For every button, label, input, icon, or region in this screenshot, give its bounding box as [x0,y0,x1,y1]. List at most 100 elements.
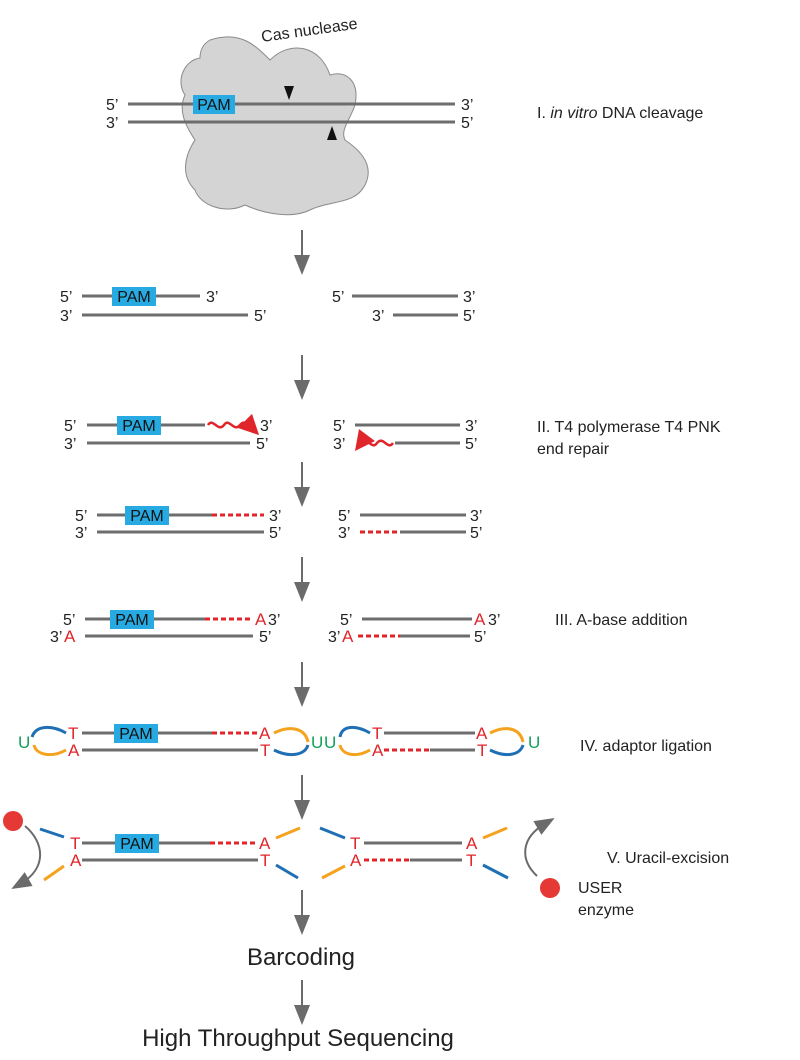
a-base-label: A [259,724,271,743]
t-base-label: T [68,724,78,743]
svg-text:PAM: PAM [122,418,155,435]
a-base-label: A [466,834,478,853]
three-prime-label: 3’ [338,525,350,542]
three-prime-label: 3’ [470,508,482,525]
a-base-label: A [68,741,80,760]
excised-fragment-left: PAM [39,826,301,882]
t-base-label: T [477,741,487,760]
t-base-label: T [350,834,360,853]
five-prime-label: 5’ [106,97,118,114]
a-tailed-fragment-left: PAM [85,610,253,638]
user-enzyme-label: USER [578,880,622,897]
u-base-label: U [528,733,540,752]
three-prime-label: 3’ [106,115,118,132]
u-base-label: U [324,733,336,752]
three-prime-label: 3’ [269,508,281,525]
svg-text:PAM: PAM [115,612,148,629]
cas-nuclease-shape [180,36,369,216]
three-prime-label: 3’ [206,289,218,306]
u-base-label: U [18,733,30,752]
t-base-label: T [260,741,270,760]
cleavage-triangle-icon [327,126,337,140]
t-base-label: T [372,724,382,743]
five-prime-label: 5’ [254,308,266,325]
wavy-arrow-icon [354,428,395,451]
a-base-label: A [372,741,384,760]
five-prime-label: 5’ [75,508,87,525]
ligated-fragment-left: PAM [30,724,310,757]
five-prime-label: 5’ [333,418,345,435]
three-prime-label: 3’ [60,308,72,325]
step-2-label: II. T4 polymerase T4 PNK [537,419,721,436]
repair-fragment-left: PAM [87,416,250,445]
user-enzyme-icon [3,811,23,831]
three-prime-label: 3’ [75,525,87,542]
a-base-label: A [474,610,486,629]
five-prime-label: 5’ [470,525,482,542]
svg-text:PAM: PAM [119,726,152,743]
a-base-label: A [70,851,82,870]
a-base-label: A [259,834,271,853]
curved-arrow-icon [11,825,42,889]
filled-fragment-left: PAM [97,506,264,534]
three-prime-label: 3’ [64,436,76,453]
five-prime-label: 5’ [259,629,271,646]
user-enzyme-label-line2: enzyme [578,902,634,919]
five-prime-label: 5’ [256,436,268,453]
pam-label: PAM [197,97,230,114]
filled-fragment-right [360,513,466,534]
three-prime-label: 3’ [268,612,280,629]
three-prime-label: 3’ [463,289,475,306]
wavy-arrow-icon [206,413,260,436]
cleaved-fragment-left: PAM [82,287,248,317]
pam-box: PAM [193,95,235,114]
five-prime-label: 5’ [64,418,76,435]
svg-text:PAM: PAM [117,289,150,306]
a-base-label: A [64,627,76,646]
dna-duplex-intact [128,102,455,124]
five-prime-label: 5’ [465,436,477,453]
three-prime-label: 3’ [333,436,345,453]
sequencing-label: High Throughput Sequencing [142,1025,454,1052]
cleavage-triangle-icon [284,86,294,100]
svg-text:PAM: PAM [120,836,153,853]
excised-fragment-right [319,826,509,880]
three-prime-label: 3’ [461,97,473,114]
cas-nuclease-label: Cas nuclease [260,16,358,46]
five-prime-label: 5’ [463,308,475,325]
step-3-label: III. A-base addition [555,612,688,629]
a-base-label: A [342,627,354,646]
cleaved-fragment-right [352,294,458,317]
five-prime-label: 5’ [461,115,473,132]
t-base-label: T [70,834,80,853]
three-prime-label: 3’ [328,629,340,646]
three-prime-label: 3’ [488,612,500,629]
a-base-label: A [255,610,267,629]
step-2-label-line2: end repair [537,441,610,458]
five-prime-label: 5’ [269,525,281,542]
u-base-label: U [311,733,323,752]
t-base-label: T [260,851,270,870]
step-4-label: IV. adaptor ligation [580,738,712,755]
barcoding-label: Barcoding [247,944,355,971]
five-prime-label: 5’ [474,629,486,646]
five-prime-label: 5’ [340,612,352,629]
five-prime-label: 5’ [63,612,75,629]
three-prime-label: 3’ [465,418,477,435]
repair-fragment-right [355,423,460,445]
t-base-label: T [466,851,476,870]
a-base-label: A [476,724,488,743]
five-prime-label: 5’ [332,289,344,306]
three-prime-label: 3’ [50,629,62,646]
step-5-label: V. Uracil-excision [607,850,729,867]
a-base-label: A [350,851,362,870]
ligated-fragment-right [338,726,525,757]
three-prime-label: 3’ [372,308,384,325]
five-prime-label: 5’ [338,508,350,525]
user-enzyme-icon [540,878,560,898]
five-prime-label: 5’ [60,289,72,306]
curved-arrow-icon [524,817,555,877]
step-1-label: I. in vitro DNA cleavage [537,105,703,122]
